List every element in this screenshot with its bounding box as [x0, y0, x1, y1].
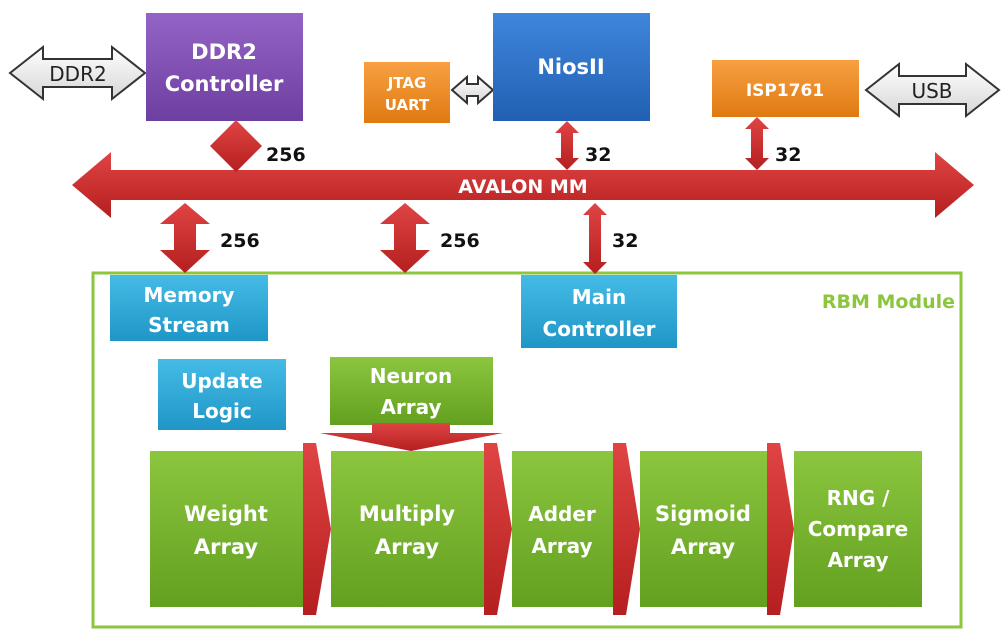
usb-external-arrow — [864, 61, 1001, 119]
sigmoid-array-block — [640, 451, 767, 607]
ddr2-controller-block — [146, 13, 303, 121]
adder-array-label-2: Array — [531, 534, 592, 558]
main-controller-label-2: Controller — [543, 317, 656, 341]
neuron-array-block — [330, 357, 493, 425]
jtag-uart-block — [364, 62, 450, 123]
rng-compare-array-block — [794, 451, 922, 607]
neuron-array-link-width: 256 — [440, 230, 480, 252]
niosii-link-width: 32 — [585, 144, 611, 166]
adder-to-sigmoid-arrow — [613, 443, 640, 615]
avalon-mm-bus — [72, 152, 974, 218]
multiply-array-block — [331, 451, 484, 607]
update-logic-block — [158, 359, 286, 430]
ddr2-external-label: DDR2 — [49, 62, 106, 86]
jtag-uart-label-1: JTAG — [387, 74, 427, 92]
neuron-array-label-2: Array — [380, 395, 441, 419]
niosii-label: NiosII — [537, 55, 604, 79]
rng-compare-array-label-1: RNG / — [827, 486, 891, 510]
sigmoid-to-rng-arrow — [767, 443, 794, 615]
ddr2-controller-label-2: Controller — [165, 72, 284, 96]
ddr2-controller-label-1: DDR2 — [191, 40, 257, 64]
ddr2-controller-bus-link — [210, 120, 262, 172]
jtag-niosii-link-arrow — [450, 74, 495, 106]
ddr2-controller-link-width: 256 — [266, 144, 306, 166]
weight-array-block — [150, 451, 303, 607]
rng-compare-array-label-3: Array — [827, 548, 888, 572]
memory-stream-bus-link — [160, 203, 210, 273]
isp1761-bus-link — [745, 117, 769, 170]
update-logic-label-1: Update — [181, 369, 263, 393]
weight-to-multiply-arrow — [303, 443, 331, 615]
neuron-multiply-arrow — [320, 423, 503, 451]
update-logic-label-2: Logic — [192, 399, 252, 423]
multiply-array-label-1: Multiply — [359, 502, 456, 526]
niosii-bus-link — [555, 121, 579, 170]
weight-array-label-2: Array — [194, 535, 258, 559]
main-controller-block — [521, 275, 677, 348]
isp1761-link-width: 32 — [775, 144, 801, 166]
multiply-to-adder-arrow — [484, 443, 512, 615]
jtag-uart-label-2: UART — [385, 96, 430, 114]
rng-compare-array-label-2: Compare — [808, 517, 909, 541]
memory-stream-label-1: Memory — [144, 283, 235, 307]
rbm-module-border — [91, 271, 963, 629]
adder-array-block — [512, 451, 613, 607]
main-controller-bus-link — [583, 203, 607, 274]
neuron-array-label-1: Neuron — [370, 364, 452, 388]
memory-stream-link-width: 256 — [220, 230, 260, 252]
main-controller-label-1: Main — [572, 285, 627, 309]
niosii-block — [493, 13, 650, 121]
multiply-array-label-2: Array — [375, 535, 439, 559]
memory-stream-block — [110, 275, 268, 341]
rbm-module-label: RBM Module — [822, 291, 955, 313]
ddr2-external-arrow — [8, 44, 147, 102]
main-controller-link-width: 32 — [612, 230, 638, 252]
isp1761-block — [712, 60, 859, 117]
avalon-mm-label: AVALON MM — [458, 176, 587, 198]
weight-array-label-1: Weight — [184, 502, 268, 526]
neuron-array-bus-link — [380, 203, 430, 273]
usb-external-label: USB — [911, 79, 952, 103]
memory-stream-label-2: Stream — [148, 313, 230, 337]
sigmoid-array-label-2: Array — [671, 535, 735, 559]
isp1761-label: ISP1761 — [746, 81, 824, 101]
sigmoid-array-label-1: Sigmoid — [655, 502, 751, 526]
adder-array-label-1: Adder — [528, 502, 596, 526]
